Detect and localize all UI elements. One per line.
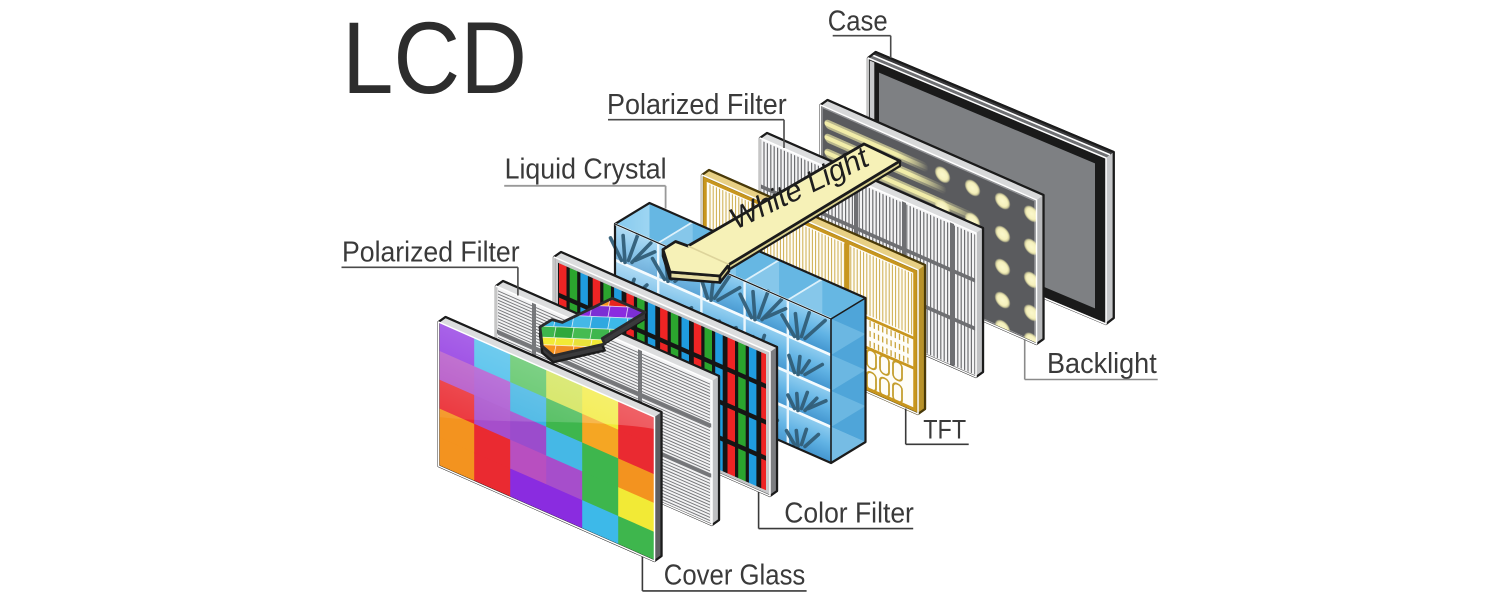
svg-text:Liquid Crystal: Liquid Crystal [505, 153, 667, 185]
svg-text:TFT: TFT [923, 415, 966, 445]
svg-text:LCD: LCD [342, 1, 527, 115]
svg-text:Backlight: Backlight [1047, 348, 1157, 380]
svg-text:Case: Case [828, 6, 888, 38]
svg-text:Polarized Filter: Polarized Filter [342, 236, 520, 268]
svg-text:Cover Glass: Cover Glass [664, 560, 806, 592]
svg-text:Polarized Filter: Polarized Filter [607, 89, 787, 121]
svg-text:Color Filter: Color Filter [784, 498, 914, 530]
